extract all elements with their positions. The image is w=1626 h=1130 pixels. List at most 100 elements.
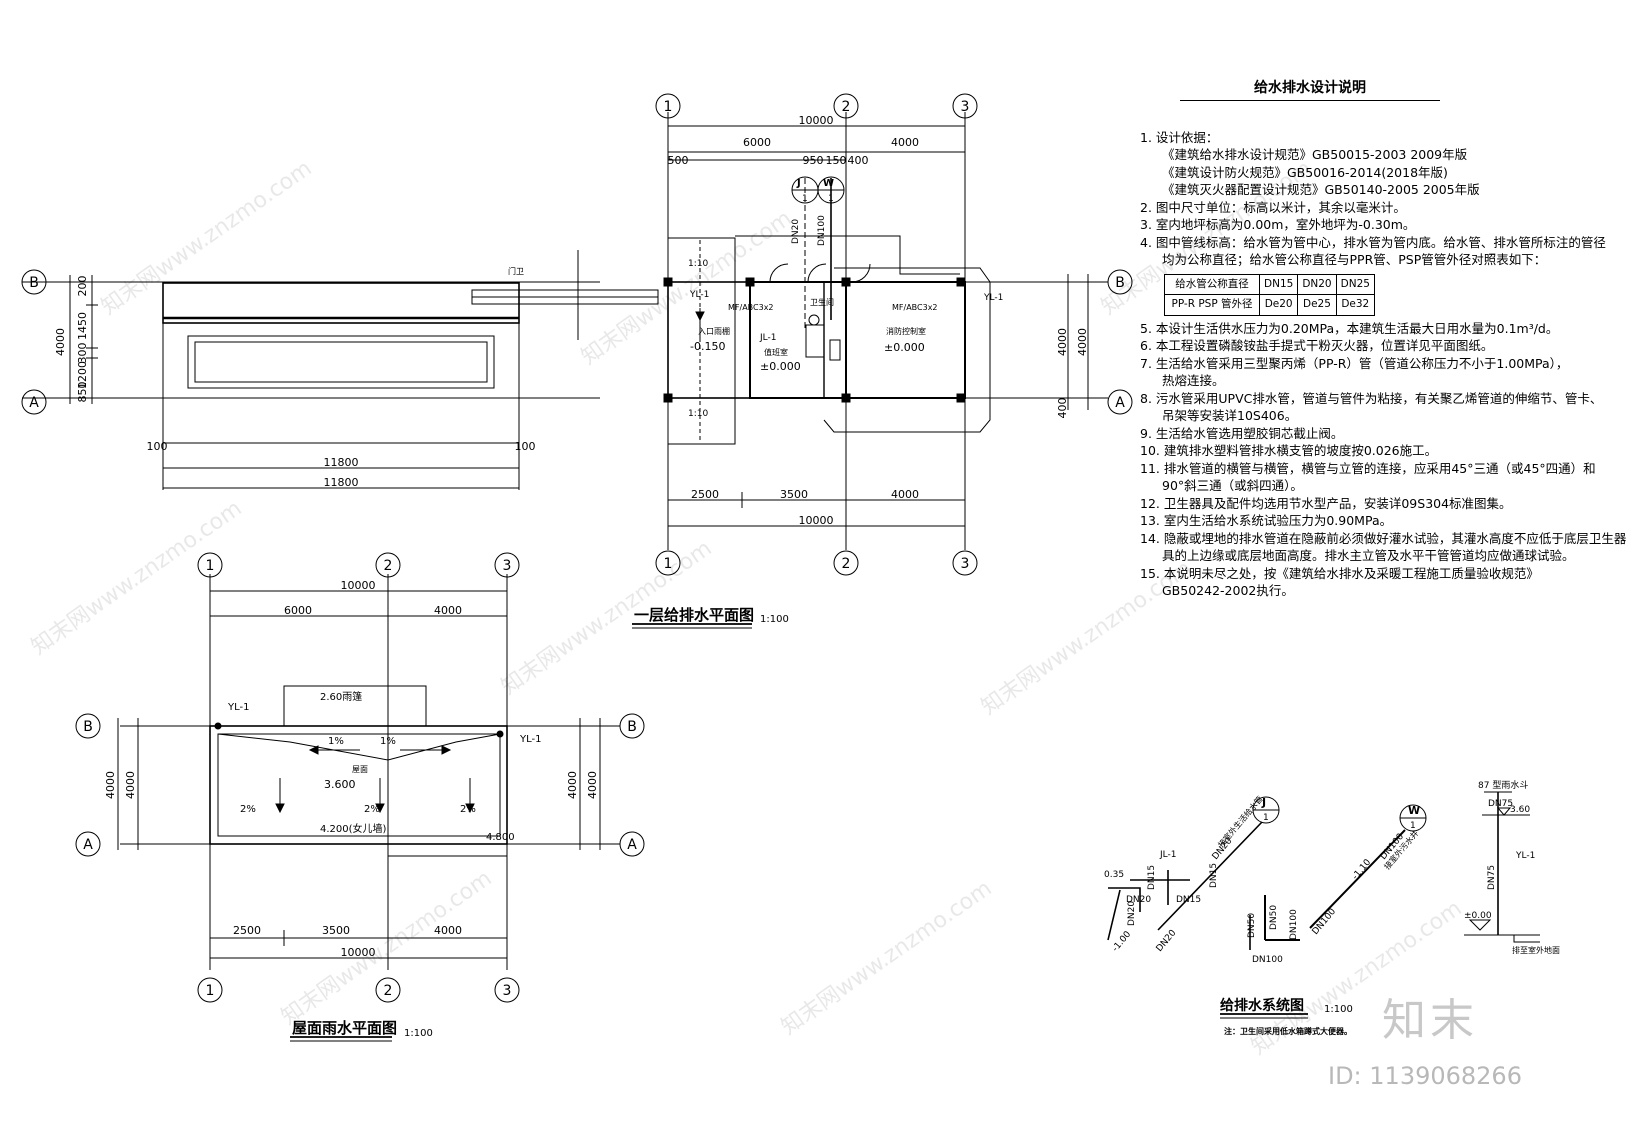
level-text: -1.10 — [1351, 857, 1374, 881]
dimension-text: 4000 — [1076, 328, 1089, 356]
system-labels: J 1 W 1 JL-1 0.35 DN15 DN15 DN20 DN20 DN… — [1104, 779, 1560, 965]
axis-label: A — [1115, 395, 1125, 411]
dimension-text: 6000 — [743, 136, 771, 149]
supply-label: 接室外生活给水管 — [1216, 794, 1265, 849]
note-line: 热熔连接。 — [1162, 373, 1225, 388]
pipe-tag: 1 — [1263, 813, 1269, 823]
table-cell: DN25 — [1335, 273, 1375, 295]
pipe-size: DN100 — [817, 215, 827, 246]
axis-labels: 1 2 3 1 2 3 1 2 3 1 2 3 B A B A B A B A — [29, 99, 1125, 999]
pipe-size: DN20 — [1126, 895, 1151, 905]
level-text: -0.150 — [690, 340, 725, 353]
axis-label: 3 — [961, 556, 970, 572]
note-line: 6. 本工程设置磷酸铵盐手提式干粉灭火器，位置详见平面图纸。 — [1140, 338, 1494, 353]
dimension-text: 100 — [515, 440, 536, 453]
notes-title: 给水排水设计说明 — [1180, 80, 1440, 101]
axis-label: 2 — [384, 983, 393, 999]
axis-label: A — [627, 837, 637, 853]
axis-label: A — [83, 837, 93, 853]
note-line: 10. 建筑排水塑料管排水横支管的坡度按0.026施工。 — [1140, 443, 1438, 458]
level-text: 3.60 — [1510, 805, 1530, 815]
dimension-text: 1200 — [76, 361, 89, 389]
pipe-size-table: 给水管公称直径 DN15 DN20 DN25 PP-R PSP 管外径 De20… — [1164, 273, 1375, 316]
pipe-size: DN100 — [1252, 955, 1283, 965]
roof-title: 屋面雨水平面图 1:100 — [292, 1019, 433, 1039]
axis-label: 1 — [664, 99, 673, 115]
axis-label: 2 — [384, 558, 393, 574]
canopy-dimensions: 200 1450 1200 300 850 4000 100 100 11800… — [54, 276, 536, 490]
table-cell: De20 — [1258, 294, 1299, 316]
table-cell: DN15 — [1258, 273, 1299, 295]
slope-label: 1% — [328, 736, 344, 747]
scale-label: 1:10 — [688, 259, 708, 269]
room-label: 卫生间 — [810, 297, 834, 307]
axis-label: A — [29, 395, 39, 411]
note-line: 5. 本设计生活供水压力为0.20MPa，本建筑生活最大日用水量为0.1m³/d… — [1140, 320, 1559, 336]
note-line: 14. 隐蔽或埋地的排水管道在隐蔽前必须做好灌水试验，其灌水高度不应低于底层卫生… — [1140, 530, 1626, 546]
dimension-text: 1450 — [76, 312, 89, 340]
system-title: 给排水系统图 1:100 注：卫生间采用低水箱蹲式大便器。 — [1220, 997, 1353, 1036]
note-line: 2. 图中尺寸单位：标高以米计，其余以毫米计。 — [1140, 199, 1406, 215]
gutter-label: 2.60雨篷 — [320, 690, 362, 703]
axis-label: 2 — [842, 556, 851, 572]
roof-title-text: 屋面雨水平面图 — [292, 1019, 397, 1037]
dimension-text: 2500 — [233, 924, 261, 937]
note-line: 《建筑设计防火规范》GB50016-2014(2018年版) — [1162, 164, 1448, 180]
note-line: 8. 污水管采用UPVC排水管，管道与管件为粘接，有关聚乙烯管道的伸缩节、管卡、 — [1140, 390, 1603, 406]
pipe-label: YL-1 — [227, 702, 249, 713]
pipe-label: YL-1 — [1515, 851, 1535, 861]
slope-label: 2% — [364, 804, 380, 815]
table-cell: De32 — [1335, 294, 1375, 316]
dimension-text: 4000 — [566, 771, 579, 799]
note-line: 7. 生活给水管采用三型聚丙烯（PP-R）管（管道公称压力不小于1.00MPa）… — [1140, 355, 1569, 371]
note-line: 11. 排水管道的横管与横管，横管与立管的连接，应采用45°三通（或45°四通）… — [1140, 460, 1596, 476]
note-line: 13. 室内生活给水系统试验压力为0.90MPa。 — [1140, 513, 1393, 528]
axis-bubbles — [21, 93, 1133, 1003]
pipe-size: DN20 — [791, 219, 801, 244]
floor-plan — [663, 112, 991, 550]
table-cell: De25 — [1297, 294, 1337, 316]
axis-label: 1 — [206, 983, 215, 999]
dimension-text: 100 — [147, 440, 168, 453]
note-line: 90°斜三通（或斜四通）。 — [1162, 478, 1303, 493]
note-line: 《建筑灭火器配置设计规范》GB50140-2005 2005年版 — [1162, 182, 1480, 197]
axis-label: B — [1115, 275, 1125, 291]
pipe-size: DN15 — [1147, 865, 1157, 890]
note-line: 9. 生活给水管选用塑胶铜芯截止阀。 — [1140, 425, 1344, 441]
dimension-text: 10000 — [799, 114, 834, 127]
roof-labels: YL-1 YL-1 2.60雨篷 1% 1% 屋面 3.600 4.200(女儿… — [227, 690, 541, 843]
plan-title: 一层给排水平面图 1:100 — [634, 606, 789, 625]
note-line: 12. 卫生器具及配件均选用节水型产品，安装详09S304标准图集。 — [1140, 495, 1512, 511]
system-scale: 1:100 — [1324, 1004, 1353, 1015]
note-line: 1. 设计依据： — [1140, 129, 1219, 145]
note-line: 3. 室内地坪标高为0.00m，室外地坪为-0.30m。 — [1140, 217, 1416, 232]
dimension-text: 4000 — [434, 604, 462, 617]
design-notes: 给水排水设计说明 1. 设计依据： 《建筑给水排水设计规范》GB50015-20… — [1140, 80, 1626, 600]
note-line: 4. 图中管线标高：给水管为管中心，排水管为管内底。给水管、排水管所标注的管径 — [1140, 234, 1606, 250]
roof-dimensions: 10000 6000 4000 2500 3500 4000 10000 400… — [104, 579, 599, 959]
slope-label: 2% — [240, 804, 256, 815]
pipe-tag: J — [1261, 796, 1266, 809]
system-title-text: 给排水系统图 — [1220, 997, 1304, 1014]
dimension-text: 4000 — [54, 328, 67, 356]
axis-label: B — [627, 719, 637, 735]
roof-plan — [117, 574, 620, 970]
plan-labels: J 1 W 1 DN20 DN100 1:10 1:10 YL-1 YL-1 M… — [508, 178, 1003, 419]
pipe-tag: W — [823, 178, 834, 189]
table-header: PP-R PSP 管外径 — [1164, 294, 1260, 316]
dimension-text: 400 — [848, 154, 869, 167]
scale-label: 1:10 — [688, 409, 708, 419]
pipe-size: DN15 — [1176, 895, 1201, 905]
pipe-size: DN75 — [1487, 865, 1497, 890]
pipe-tag: 1 — [802, 194, 808, 204]
pipe-tag: 1 — [1410, 821, 1416, 831]
dimension-text: 200 — [76, 276, 89, 297]
outdoor-label: 排至室外地面 — [1512, 945, 1560, 955]
plan-scale: 1:100 — [760, 614, 789, 625]
note-line: GB50242-2002执行。 — [1162, 583, 1294, 598]
pipe-size: DN100 — [1289, 909, 1299, 940]
dimension-text: 4000 — [104, 771, 117, 799]
pipe-tag: W — [1408, 804, 1420, 817]
dimension-text: 4000 — [891, 136, 919, 149]
